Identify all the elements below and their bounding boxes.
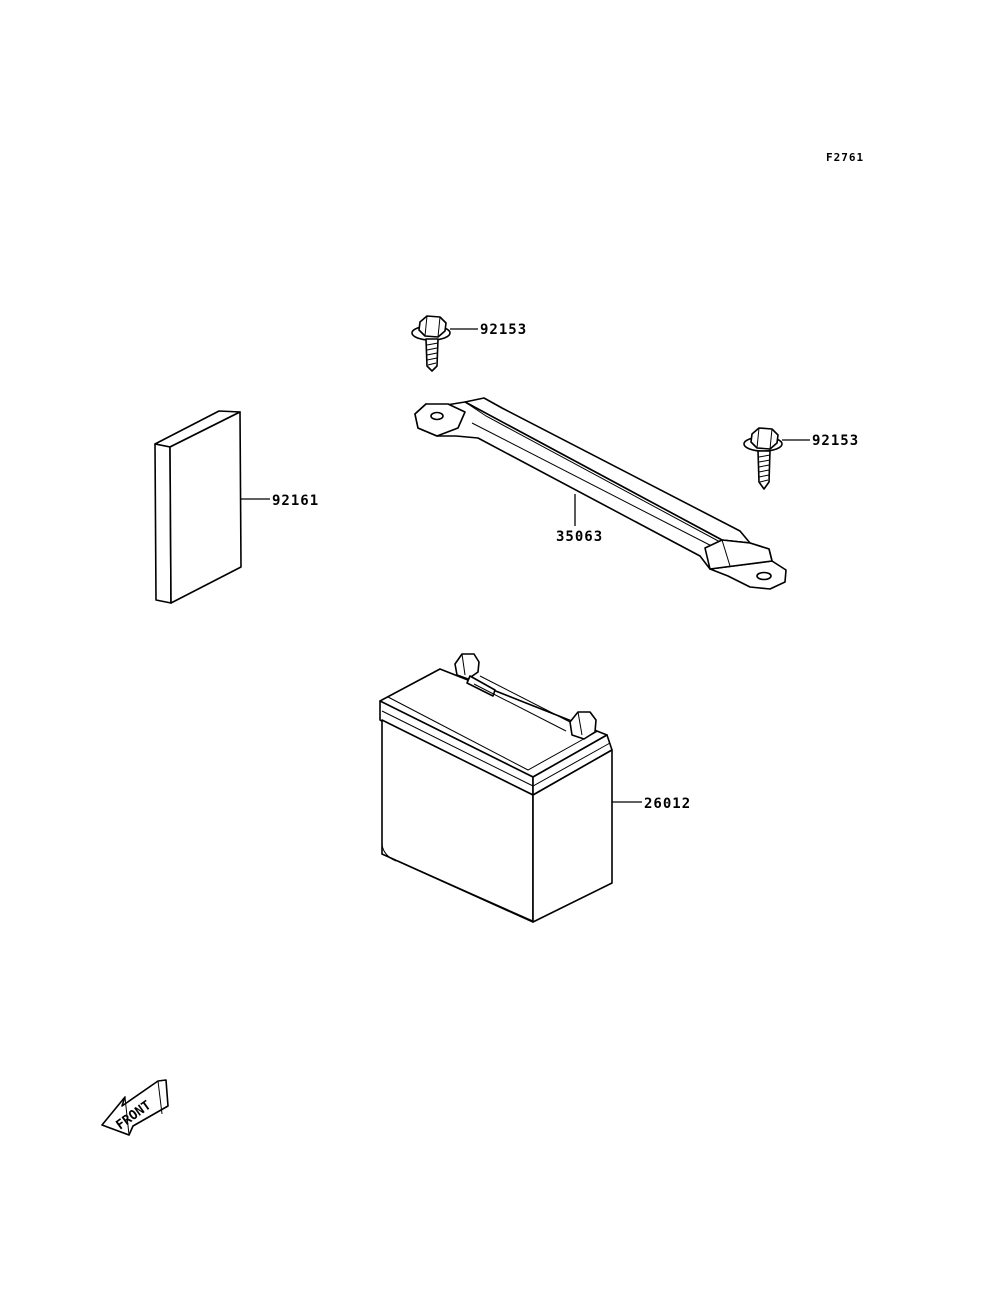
reference-code: F2761 [826, 151, 864, 164]
part-label-bolt-upper: 92153 [480, 322, 527, 338]
battery [379, 653, 613, 923]
part-label-battery: 26012 [644, 796, 691, 812]
strap [414, 397, 787, 590]
pad [154, 410, 242, 604]
bolt-upper [411, 315, 451, 372]
front-arrow-icon: FRONT [101, 1079, 169, 1136]
part-label-bolt-right: 92153 [812, 433, 859, 449]
part-label-strap: 35063 [556, 529, 603, 545]
part-label-pad: 92161 [272, 493, 319, 509]
bolt-right [743, 427, 783, 490]
